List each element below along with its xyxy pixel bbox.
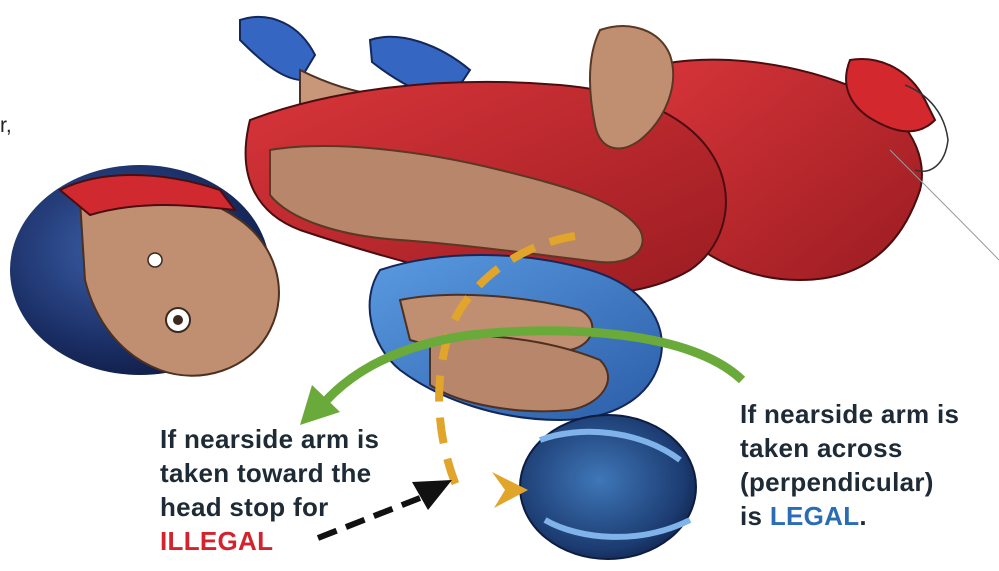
legal-caption: If nearside arm is taken across (perpend… [740,397,990,533]
illegal-caption-line-2: taken toward the [160,456,420,490]
legal-caption-suffix: . [859,501,867,531]
illegal-caption-line-3: head stop for [160,490,420,524]
legal-caption-line-1: If nearside arm is [740,397,990,431]
legal-caption-line-2: taken across [740,431,990,465]
cropped-text-fragment: r, [0,114,12,138]
legal-caption-line-4: is LEGAL. [740,499,990,533]
legal-caption-line-3: (perpendicular) [740,465,990,499]
red-wrestler-head [10,165,279,376]
illegal-keyword: ILLEGAL [160,524,420,558]
illegal-caption: If nearside arm is taken toward the head… [160,422,420,558]
legal-keyword: LEGAL [770,501,860,531]
legal-caption-prefix: is [740,501,770,531]
blue-wrestler-head [520,415,696,559]
illegal-caption-line-1: If nearside arm is [160,422,420,456]
